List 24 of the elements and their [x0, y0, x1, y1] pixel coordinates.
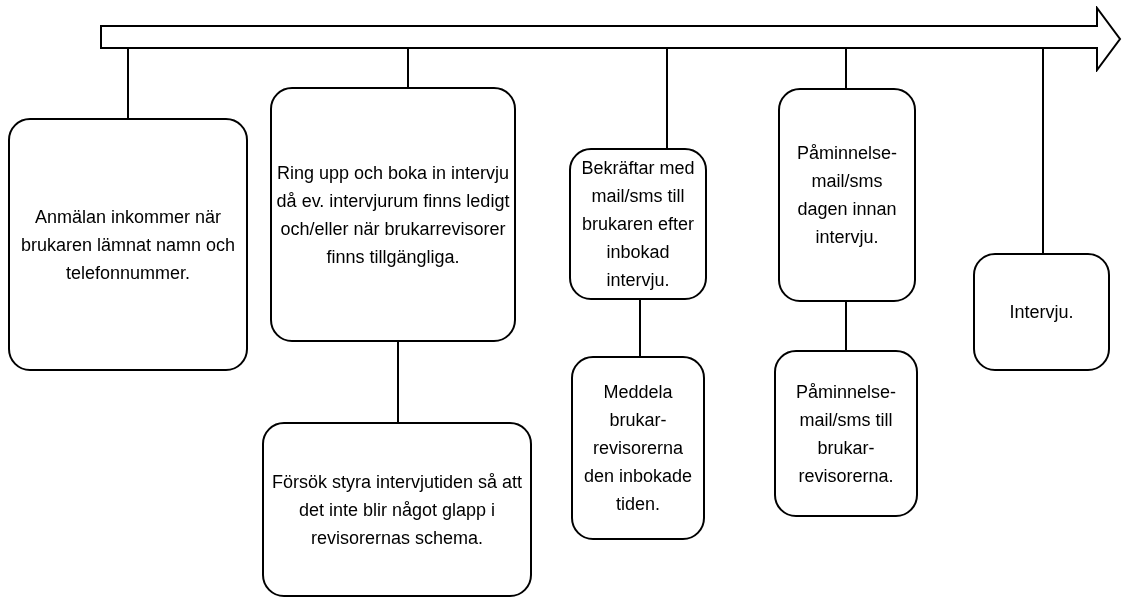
step-text: Ring upp och boka in intervju då ev. intervjurum finns ledigt och/eller när brukarrevisorer finns tillgängliga.	[276, 161, 510, 269]
process-box	[569, 148, 707, 300]
process-box	[262, 422, 532, 597]
connector-line	[127, 47, 129, 119]
connector-line	[666, 47, 668, 149]
connector-line	[407, 47, 409, 88]
process-box	[8, 118, 248, 371]
step-text: Försök styra intervjutiden så att det inte blir något glapp i revisorernas schema.	[270, 470, 524, 550]
process-box	[571, 356, 705, 540]
connector-line	[1042, 47, 1044, 254]
connector-line	[639, 299, 641, 357]
step-text: Anmälan inkommer när brukaren lämnat namn och telefonnummer.	[19, 205, 237, 285]
process-box	[774, 350, 918, 517]
step-text: Meddela brukar-revisorerna den inbokade tiden.	[582, 381, 694, 516]
process-box	[778, 88, 916, 302]
connector-line	[845, 301, 847, 351]
step-text: Bekräftar med mail/sms till brukaren efter inbokad intervju.	[580, 157, 696, 292]
process-box	[973, 253, 1110, 371]
step-text: Påminnelse-mail/sms till brukar-revisorerna.	[794, 380, 897, 488]
process-box	[270, 87, 516, 342]
step-text: Intervju.	[1009, 301, 1074, 324]
connector-line	[845, 47, 847, 89]
step-text: Påminnelse-mail/sms dagen innan intervju.	[795, 142, 898, 249]
connector-line	[397, 341, 399, 423]
